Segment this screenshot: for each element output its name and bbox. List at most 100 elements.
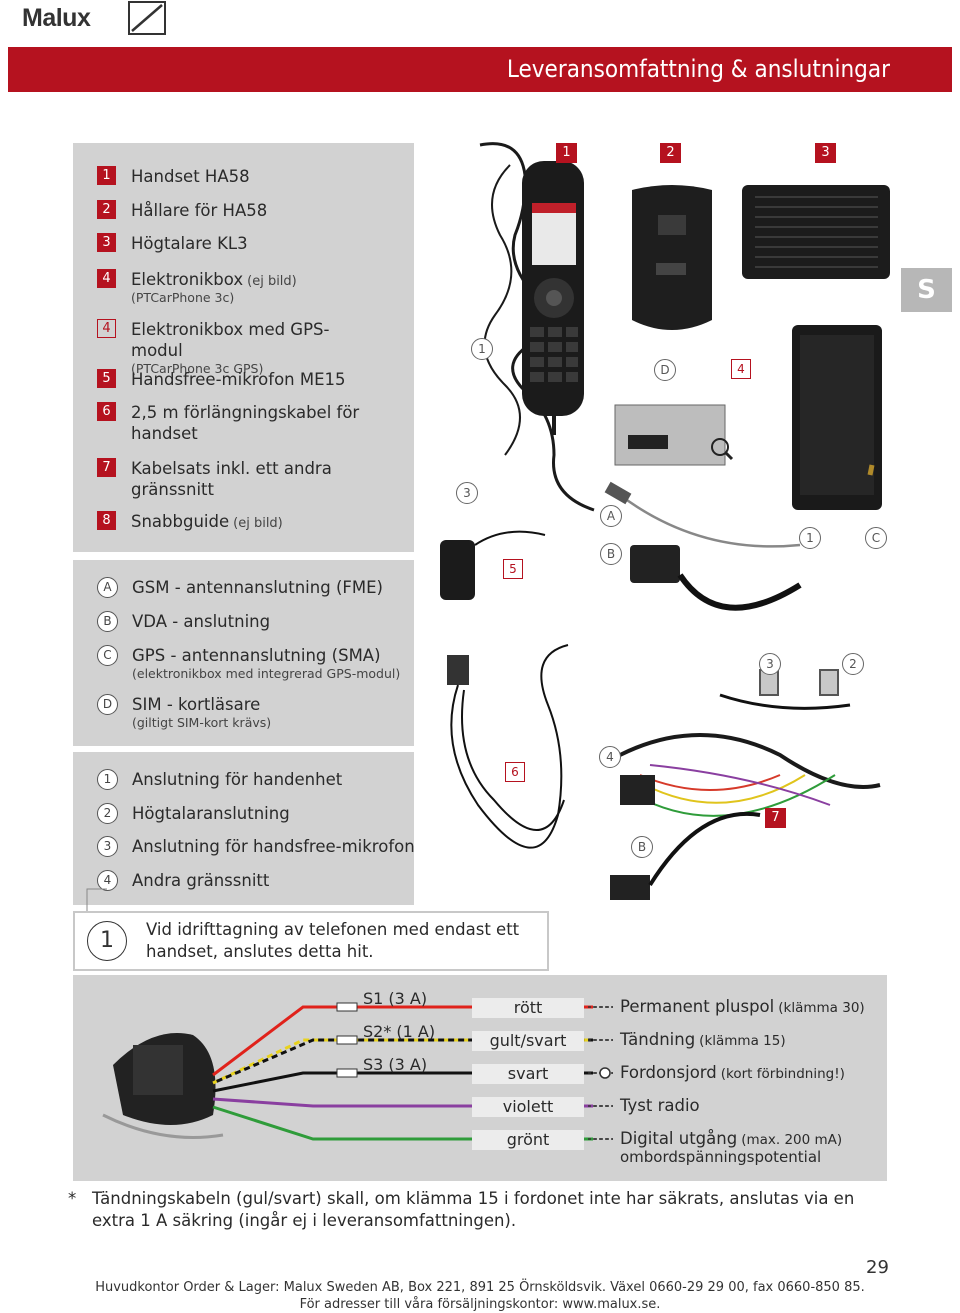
part-number: 4	[97, 269, 116, 288]
wire-color-label: gult/svart	[472, 1031, 584, 1051]
port-key: 2	[97, 803, 118, 824]
part-subtitle: (PTCarPhone 3c)	[131, 290, 235, 305]
callout-gsm: A	[600, 505, 622, 527]
wire-destination-label: Permanent pluspol	[620, 997, 775, 1016]
callout-harness: 7	[765, 808, 786, 828]
connector-key: C	[97, 645, 118, 666]
note-text: Vid idrifttagning av telefonen med endas…	[146, 920, 520, 961]
part-label: Hållare för HA58	[131, 201, 268, 220]
ports-panel	[73, 752, 414, 905]
ground-terminal-icon	[599, 1067, 611, 1079]
fuse-icon	[336, 1068, 358, 1078]
callout-harness-vda: B	[631, 836, 653, 858]
connectors-panel	[73, 560, 414, 746]
fuse-label: S2* (1 A)	[363, 1022, 436, 1041]
connector-label: VDA - anslutning	[132, 612, 271, 631]
banner	[8, 47, 952, 92]
part-label: Handset HA58	[131, 167, 250, 186]
port-key: 4	[97, 870, 118, 891]
part-label: Elektronikbox med GPS-modul	[131, 320, 330, 360]
wire-destination-line2: ombordspänningspotential	[620, 1148, 822, 1166]
callout-gps: C	[865, 527, 887, 549]
callout-vda: B	[600, 543, 622, 565]
callout-plug-2: 2	[842, 653, 864, 675]
part-item: 8 Snabbguide(ej bild)	[97, 511, 381, 532]
part-item: 5 Handsfree-mikrofon ME15	[97, 369, 381, 390]
connector-key: A	[97, 577, 118, 598]
part-subtitle: (PTCarPhone 3c GPS)	[131, 361, 264, 376]
part-number: 7	[97, 458, 116, 477]
wire-destination: Tyst radio	[620, 1096, 704, 1115]
part-label: Handsfree-mikrofon ME15	[131, 370, 346, 389]
part-item: 1 Handset HA58	[97, 166, 381, 187]
part-number: 1	[97, 166, 116, 185]
connector-item: B VDA - anslutning	[97, 611, 402, 632]
port-label: Högtalaranslutning	[132, 804, 290, 823]
footnote-text: Tändningskabeln (gul/svart) skall, om kl…	[92, 1189, 855, 1230]
callout-handset-port: 1	[471, 338, 493, 360]
port-item: 3 Anslutning för handsfree-mikrofon	[97, 836, 415, 857]
callout-speaker: 3	[815, 143, 836, 163]
wire-destination-label: Digital utgång	[620, 1129, 738, 1148]
port-label: Anslutning för handsfree-mikrofon	[132, 837, 415, 856]
wire-color-label: violett	[472, 1097, 584, 1117]
connector-label: SIM - kortläsare	[132, 695, 261, 714]
port-label: Andra gränssnitt	[132, 871, 270, 890]
part-number: 2	[97, 200, 116, 219]
part-number: 8	[97, 511, 116, 530]
speaker-icon	[742, 185, 890, 279]
wire-destination: Fordonsjord(kort förbindning!)	[620, 1063, 845, 1082]
connector-key: B	[97, 611, 118, 632]
wire-destination: Digital utgång(max. 200 mA)ombordspännin…	[620, 1129, 842, 1166]
wire-color-label: rött	[472, 998, 584, 1018]
part-note: (ej bild)	[233, 516, 283, 531]
connector-subtitle: (giltigt SIM-kort krävs)	[132, 715, 272, 730]
callout-box: 4	[731, 359, 751, 379]
brand-badge-icon	[128, 1, 166, 35]
wire-destination-label: Fordonsjord	[620, 1063, 717, 1082]
port-key: 3	[97, 836, 118, 857]
callout-speaker-item: 3	[456, 482, 478, 504]
callout-sim: D	[654, 359, 676, 381]
fuse-label: S1 (3 A)	[363, 989, 428, 1008]
callout-box-port: 1	[799, 527, 821, 549]
note-connector-line	[86, 888, 107, 921]
gsm-cable-icon	[619, 493, 801, 548]
callout-plug-3: 3	[759, 653, 781, 675]
part-label: 2,5 m förlängningskabel för handset	[131, 403, 360, 443]
footnote-mark: *	[68, 1189, 77, 1208]
page-title: Leveransomfattning & anslutningar	[506, 55, 890, 83]
page-number: 29	[866, 1257, 889, 1278]
extension-cable-icon	[447, 644, 569, 849]
wire-destination-note: (max. 200 mA)	[741, 1132, 843, 1148]
sim-reader-icon	[614, 404, 734, 466]
wiring-diagram	[102, 1033, 224, 1139]
wire-destination-note: (klämma 30)	[778, 1000, 865, 1016]
footnote: * Tändningskabeln (gul/svart) skall, om …	[68, 1188, 888, 1232]
holder-icon	[632, 185, 712, 330]
connector-subtitle: (elektronikbox med integrerad GPS-modul)	[132, 666, 401, 681]
vda-cable-icon	[630, 545, 802, 611]
wire-destination-label: Tändning	[620, 1030, 696, 1049]
wire-destination-note: (klämma 15)	[699, 1033, 786, 1049]
fuse-icon	[336, 1002, 358, 1012]
callout-cable: 6	[505, 762, 525, 782]
wire-destination: Tändning(klämma 15)	[620, 1030, 786, 1049]
wire-destination: Permanent pluspol(klämma 30)	[620, 997, 865, 1016]
footer-offices: För adresser till våra försäljningskonto…	[299, 1297, 661, 1312]
section-tab[interactable]: S	[901, 268, 952, 312]
part-number: 5	[97, 369, 116, 388]
brand-logo: Malux	[22, 4, 91, 32]
wire-color-label: grönt	[472, 1130, 584, 1150]
microphone-icon	[440, 530, 546, 600]
callout-mic: 5	[503, 559, 523, 579]
part-note: (ej bild)	[247, 274, 297, 289]
part-number: 3	[97, 233, 116, 252]
part-number: 6	[97, 402, 116, 421]
part-label: Snabbguide	[131, 512, 230, 531]
